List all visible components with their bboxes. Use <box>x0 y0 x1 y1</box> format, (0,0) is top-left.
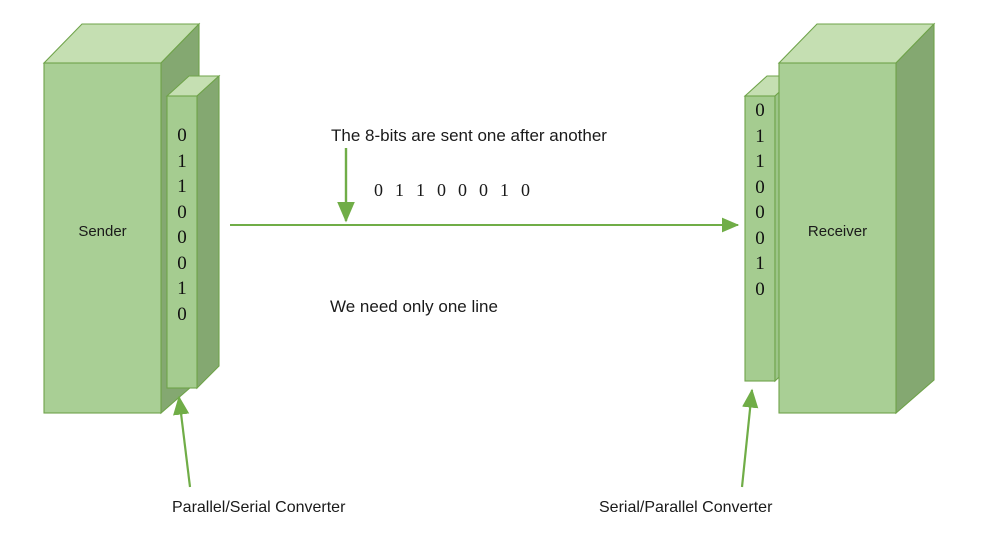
parallel-serial-converter-label: Parallel/Serial Converter <box>172 499 346 516</box>
sender-register-side-face <box>196 74 220 390</box>
sender-register-shape <box>165 74 221 390</box>
receiver-box-front-face <box>778 62 897 414</box>
serial-bitstream-text: 0 1 1 0 0 0 1 0 <box>374 180 531 200</box>
sender-label: Sender <box>78 223 127 240</box>
serial-parallel-converter-arrow <box>740 388 759 488</box>
receiver-bit-register-digits: 0 1 1 0 0 0 1 0 <box>755 100 765 300</box>
sender-box-front-face <box>43 62 162 414</box>
one-line-note-text: We need only one line <box>330 297 498 316</box>
sender-register-front-face <box>166 95 198 389</box>
receiver-register-front-face <box>744 95 776 382</box>
parallel-serial-converter-arrow <box>173 395 192 488</box>
receiver-label: Receiver <box>807 223 868 240</box>
sent-note-text: The 8-bits are sent one after another <box>331 126 607 145</box>
receiver-box <box>777 22 936 415</box>
serial-parallel-converter-label: Serial/Parallel Converter <box>599 499 773 516</box>
receiver-box-side-face <box>895 22 935 415</box>
sender-bit-register-digits: 0 1 1 0 0 0 1 0 <box>177 125 187 325</box>
